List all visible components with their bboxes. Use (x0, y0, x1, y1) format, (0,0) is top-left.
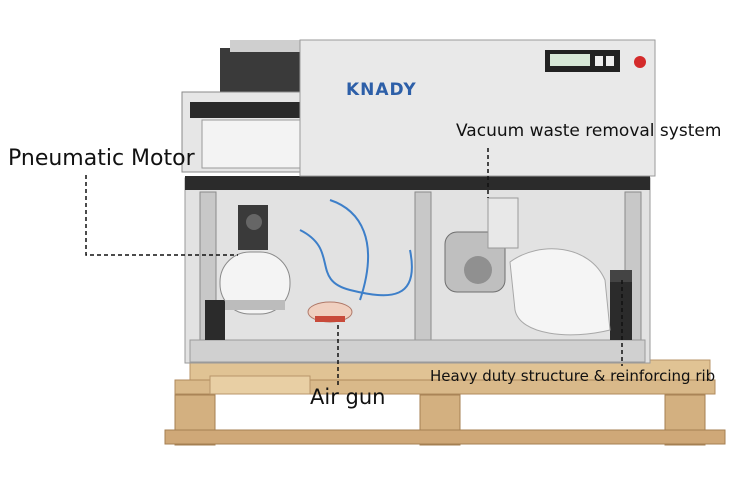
callout-pneumatic-motor: Pneumatic Motor (8, 146, 195, 171)
upper-machine-body (181, 39, 656, 177)
air-gun (307, 301, 353, 323)
vacuum-motor (444, 197, 519, 293)
brand-logo: KNADY (346, 80, 417, 100)
waste-bag (509, 248, 611, 336)
air-compressor (219, 205, 291, 315)
emergency-stop-icon (634, 56, 646, 68)
callout-reinforcing-rib: Heavy duty structure & reinforcing rib (430, 367, 716, 385)
callout-vacuum-system: Vacuum waste removal system (456, 121, 722, 141)
leader-pneumatic-motor (85, 175, 238, 256)
wooden-pallet (164, 359, 726, 446)
air-hoses (299, 199, 413, 301)
callout-air-gun: Air gun (310, 385, 386, 409)
callout-leaders (85, 148, 623, 385)
